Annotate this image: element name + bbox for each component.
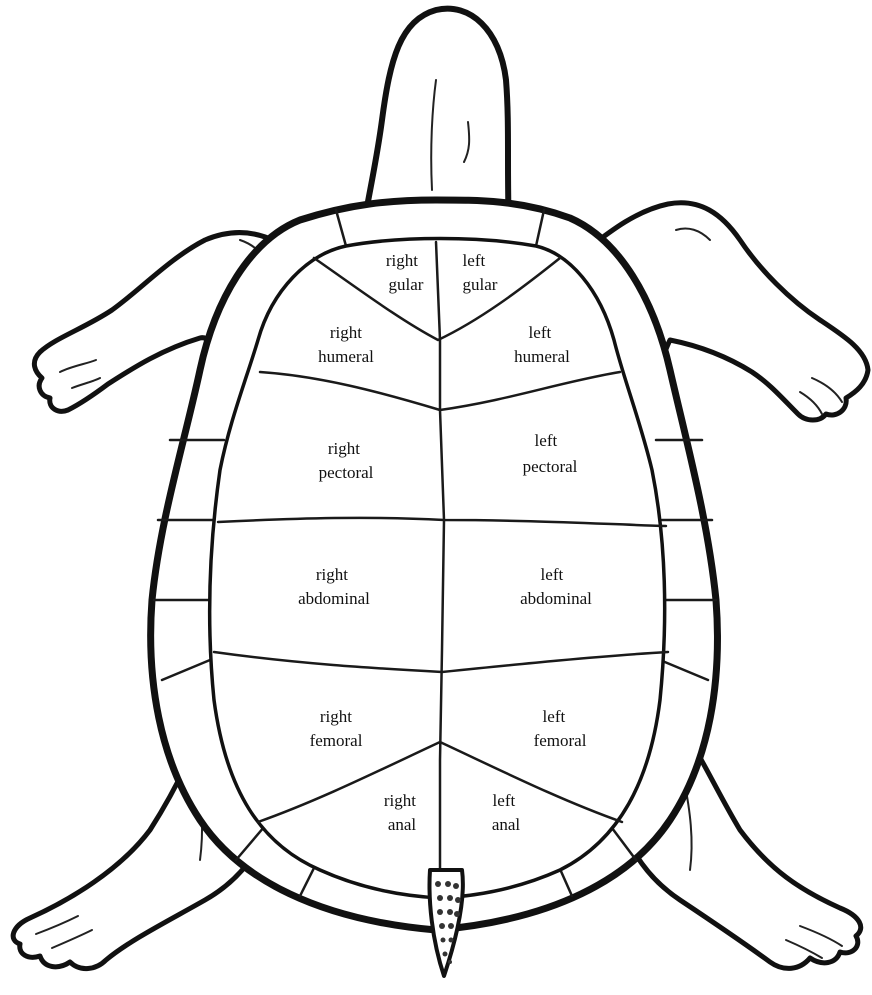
plastron-outline xyxy=(210,239,665,899)
